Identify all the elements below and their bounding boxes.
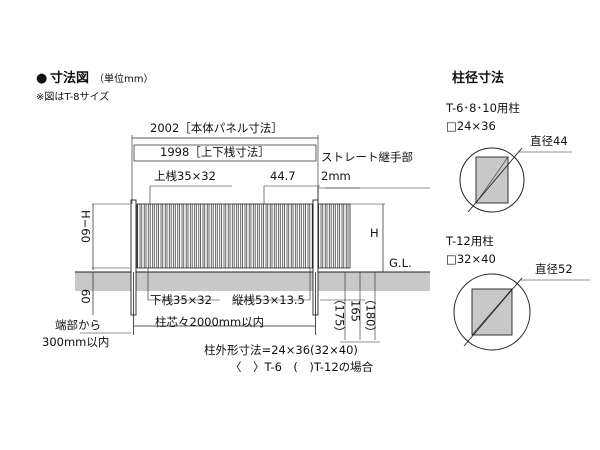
- group1-size: □24×36: [446, 119, 496, 133]
- height-label: H−60: [78, 210, 93, 243]
- top-rail-label: 上桟35×32: [154, 169, 216, 183]
- size-note: ※図はT-8サイズ: [36, 92, 110, 103]
- post-section-1: [459, 147, 572, 213]
- depth-t12-label: （180）: [363, 293, 378, 338]
- h-label: H: [370, 226, 379, 240]
- group2-diameter: 直径52: [535, 262, 573, 276]
- depth-t8-label: 165: [348, 300, 363, 322]
- bottom-rail-label: 下桟35×32: [150, 293, 212, 307]
- fence-panel-left: [136, 203, 314, 269]
- depth-t6-label: （175）: [332, 293, 347, 338]
- post-section-2: [453, 273, 590, 351]
- post-diameter-title: 柱径寸法: [452, 71, 505, 86]
- group1-models: T-6･8･10用柱: [446, 101, 520, 115]
- group2-models: T-12用柱: [446, 234, 494, 248]
- group2-size: □32×40: [446, 252, 496, 266]
- offset-label: 44.7: [270, 169, 296, 183]
- post-pitch-label: 柱芯々2000mm以内: [155, 315, 265, 329]
- straight-joint-value: 2mm: [321, 169, 351, 183]
- vertical-rail-label: 縦桟53×13.5: [232, 293, 305, 307]
- unit-note: （単位mm）: [94, 74, 154, 85]
- straight-joint-label: ストレート継手部: [321, 150, 413, 164]
- end-note-line2: 300mm以内: [42, 335, 110, 349]
- end-note-line1: 端部から: [55, 318, 101, 332]
- heading-bullet: ●: [36, 71, 48, 86]
- post-outer-size-label: 柱外形寸法=24×36(32×40): [204, 343, 358, 357]
- ground-band: [75, 272, 430, 291]
- panel-size-label: 2002［本体パネル寸法］: [150, 121, 283, 135]
- heading-title: 寸法図: [50, 71, 90, 86]
- group1-diameter: 直径44: [530, 134, 568, 148]
- post-outer-legend: 〈 〉T-6 ( )T-12の場合: [230, 360, 374, 374]
- ground-depth-label: 60: [78, 289, 93, 304]
- gl-label: G.L.: [389, 256, 412, 270]
- rail-size-label: 1998［上下桟寸法］: [160, 145, 270, 159]
- fence-panel-right: [317, 203, 351, 269]
